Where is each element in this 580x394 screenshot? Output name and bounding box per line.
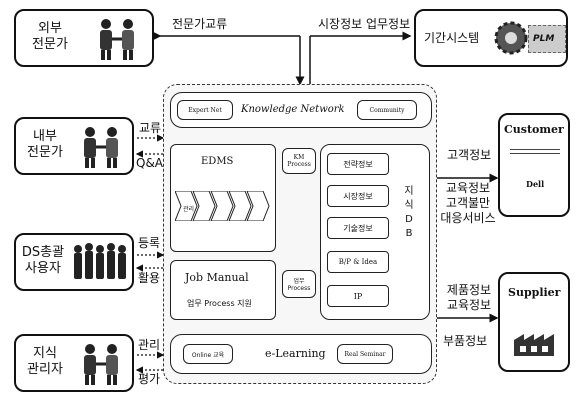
job-manual-subtitle: 업무 Process 지원 [187, 299, 252, 308]
ds-users-label-1: DS총괄 [21, 245, 65, 260]
real-seminar-box[interactable]: Real Seminar [337, 344, 393, 364]
expert-net-label: Expert Net [188, 106, 222, 114]
online-education-label: Online 교육 [191, 351, 225, 359]
divider [510, 153, 560, 154]
work-process-label: 업무 Process [287, 278, 311, 292]
gear-icon [494, 21, 528, 55]
elearning-bar: Online 교육 e-Learning Real Seminar [170, 334, 432, 374]
db-item-label: 시장정보 [343, 191, 373, 201]
knowledge-manager-box: 지식 관리자 [14, 334, 134, 392]
complaint-label: 고객불만 [445, 196, 491, 210]
product-info-label: 제품정보 [446, 283, 492, 297]
knowledge-db-vertical-label: 지식 DB [404, 186, 414, 239]
work-process-box: 업무 Process [282, 270, 316, 298]
knowledge-manager-label-1: 지식 [33, 346, 57, 361]
plm-logo: PLM [528, 25, 566, 53]
knowledge-network-title: Knowledge Network [241, 104, 345, 115]
market-info-label: 시장정보 업무정보 [318, 17, 411, 31]
dell-label: Dell [526, 179, 545, 189]
expert-exchange-label: 전문가교류 [172, 17, 228, 31]
edms-step-label: 관리 [183, 206, 195, 213]
legacy-system-label: 기간시스템 [424, 31, 480, 45]
plm-label: PLM [533, 34, 555, 44]
real-seminar-label: Real Seminar [344, 350, 386, 358]
exchange-label: 교류 [139, 121, 162, 135]
knowledge-network-bar: Expert Net Knowledge Network Community [170, 92, 432, 128]
job-manual-box: Job Manual 업무 Process 지원 [170, 260, 276, 320]
people-handshake-icon [84, 127, 118, 168]
db-item-market[interactable]: 시장정보 [327, 185, 389, 207]
external-experts-box: 외부 전문가 [14, 9, 154, 67]
people-handshake-icon [84, 344, 118, 385]
internal-experts-box: 내부 전문가 [14, 117, 134, 175]
manage-label: 관리 [138, 338, 161, 352]
divider [510, 149, 560, 150]
internal-experts-label-1: 내부 [33, 129, 57, 144]
factory-icon [514, 334, 554, 356]
response-service-label: 대응서비스 [440, 211, 496, 225]
community-box[interactable]: Community [357, 100, 417, 120]
edms-title: EDMS [201, 156, 234, 167]
elearning-title: e-Learning [265, 347, 326, 360]
ds-users-box: DS총괄 사용자 [14, 233, 134, 291]
db-item-ip[interactable]: IP [327, 285, 389, 307]
education-info-label: 교육정보 [446, 298, 492, 312]
expert-net-box[interactable]: Expert Net [177, 100, 233, 120]
internal-experts-label-2: 전문가 [27, 145, 63, 160]
db-item-label: 기술정보 [343, 223, 373, 233]
online-education-box[interactable]: Online 교육 [183, 344, 233, 364]
km-process-box: KM Process [282, 148, 316, 174]
qa-label: Q&A [136, 156, 164, 170]
utilize-label: 활용 [138, 271, 161, 285]
register-label: 등록 [138, 236, 161, 250]
km-process-label: KM Process [287, 154, 311, 168]
people-handshake-icon [100, 19, 134, 60]
job-manual-title: Job Manual [185, 271, 249, 284]
education-info-label: 교육정보 [445, 181, 491, 195]
knowledge-db-box: 전략정보 시장정보 기술정보 B/P & Idea IP 지식 DB [320, 144, 430, 320]
supplier-box: Supplier [498, 272, 570, 372]
parts-info-label: 부품정보 [443, 334, 488, 348]
db-item-label: B/P & Idea [338, 258, 378, 266]
customer-title: Customer [504, 123, 564, 136]
db-item-label: IP [353, 291, 363, 301]
ds-users-label-2: 사용자 [25, 261, 61, 276]
evaluate-label: 평가 [138, 372, 161, 386]
external-experts-label-2: 전문가 [32, 37, 68, 52]
edms-process-chevrons [175, 191, 270, 221]
crowd-icon [74, 243, 126, 279]
legacy-system-box: 기간시스템 PLM [414, 9, 568, 67]
supplier-links-top: 제품정보 교육정보 [441, 283, 497, 313]
db-item-label: 전략정보 [343, 159, 373, 169]
customer-box: Customer Dell [498, 113, 570, 217]
external-experts-label-1: 외부 [38, 21, 62, 36]
edms-box: EDMS 관리 [170, 144, 276, 252]
db-item-technology[interactable]: 기술정보 [327, 217, 389, 239]
supplier-title: Supplier [508, 286, 561, 299]
customer-info-label: 고객정보 [447, 148, 492, 162]
community-label: Community [369, 106, 405, 114]
knowledge-manager-label-2: 관리자 [27, 362, 63, 377]
db-item-strategy[interactable]: 전략정보 [327, 153, 389, 175]
customer-links-bottom: 교육정보 고객불만 대응서비스 [440, 181, 496, 226]
db-item-bp-idea[interactable]: B/P & Idea [327, 251, 389, 273]
